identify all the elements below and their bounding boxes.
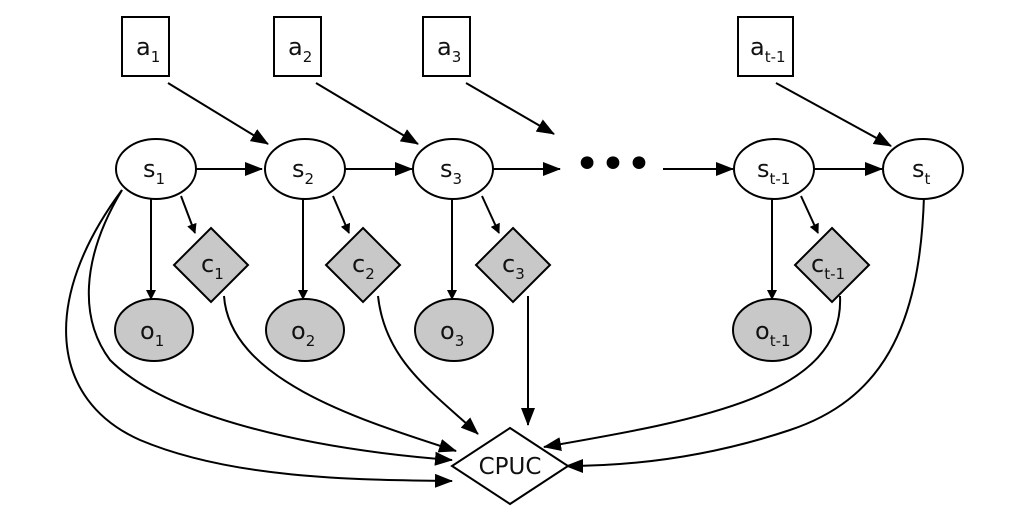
edge-ct1-cpuc	[543, 295, 842, 451]
edge-c2-cpuc	[377, 295, 479, 435]
edge-s2-c2	[332, 195, 351, 234]
edge-st-cpuc	[565, 195, 925, 473]
svg-text:a1: a1	[136, 33, 160, 66]
svg-text:ct-1: ct-1	[811, 250, 845, 283]
state-node-s3[interactable]: s3	[412, 138, 494, 200]
cost-node-c3[interactable]: c3	[474, 226, 552, 304]
svg-text:at-1: at-1	[750, 33, 786, 66]
svg-text:c2: c2	[352, 250, 375, 283]
action-node-a3[interactable]: a3	[422, 16, 471, 77]
svg-text:a3: a3	[437, 33, 461, 66]
svg-text:o2: o2	[291, 317, 315, 350]
state-node-s2[interactable]: s2	[264, 138, 346, 200]
svg-text:s2: s2	[292, 155, 314, 188]
edge-s3-c3	[481, 195, 500, 234]
cpuc-label: CPUC	[479, 454, 542, 480]
svg-text:c3: c3	[502, 250, 525, 283]
action-nodes: a1 a2 a3 at-1	[121, 16, 794, 77]
state-node-st[interactable]: st	[882, 138, 964, 200]
svg-text:o1: o1	[140, 317, 164, 350]
state-node-s1[interactable]: s1	[115, 138, 197, 200]
cost-nodes: c1 c2 c3 ct-1	[172, 226, 871, 304]
svg-text:ot-1: ot-1	[755, 317, 791, 350]
cost-node-c2[interactable]: c2	[324, 226, 402, 304]
svg-text:c1: c1	[201, 250, 224, 283]
state-node-st1[interactable]: st-1	[733, 138, 815, 200]
edge-s1-cpuc-b	[65, 189, 453, 488]
edge-at1-st	[775, 82, 892, 147]
state-nodes: s1 s2 s3 st-1 st	[115, 138, 964, 200]
observation-node-ot1[interactable]: ot-1	[732, 298, 812, 362]
observation-node-o1[interactable]: o1	[114, 298, 194, 362]
svg-text:st-1: st-1	[757, 155, 790, 188]
action-node-at1[interactable]: at-1	[737, 16, 794, 77]
action-node-a1[interactable]: a1	[121, 16, 170, 77]
ellipsis: •••	[574, 139, 652, 190]
edge-c1-cpuc	[223, 295, 457, 453]
edge-s1-cpuc-a	[87, 189, 453, 466]
svg-text:s3: s3	[440, 155, 462, 188]
edge-a1-s2	[167, 82, 269, 145]
observation-nodes: o1 o2 o3 ot-1	[114, 298, 812, 362]
observation-node-o2[interactable]: o2	[265, 298, 345, 362]
edge-a2-s3	[315, 82, 419, 145]
edge-st1-ct1	[800, 195, 819, 234]
svg-text:o3: o3	[440, 317, 464, 350]
svg-text:a2: a2	[288, 33, 312, 66]
edge-s1-c1	[180, 195, 197, 234]
svg-text:s1: s1	[143, 155, 165, 188]
action-node-a2[interactable]: a2	[273, 16, 322, 77]
svg-text:st: st	[912, 155, 931, 188]
cpuc-node[interactable]: CPUC	[450, 426, 570, 506]
cost-node-ct1[interactable]: ct-1	[793, 226, 871, 304]
observation-node-o3[interactable]: o3	[414, 298, 494, 362]
edges	[65, 82, 925, 488]
edge-a3-next	[465, 82, 555, 135]
cost-node-c1[interactable]: c1	[172, 226, 250, 304]
